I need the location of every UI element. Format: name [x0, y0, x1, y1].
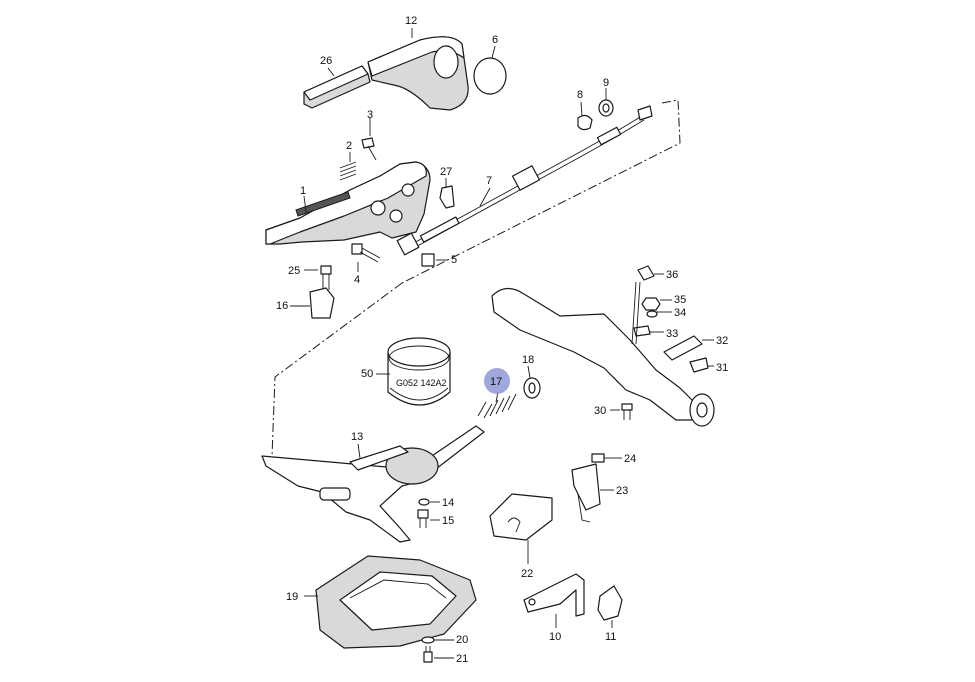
callout-labels: 12 6 26 9 8 3 2 27 7 1 5 25 4 16 50 G052…: [276, 15, 728, 665]
label-7[interactable]: 7: [486, 175, 492, 187]
label-31[interactable]: 31: [716, 362, 728, 374]
part-34-washer[interactable]: [646, 310, 658, 318]
label-12[interactable]: 12: [405, 15, 417, 27]
label-21[interactable]: 21: [456, 653, 468, 665]
label-17[interactable]: 17: [490, 376, 502, 388]
label-22[interactable]: 22: [521, 568, 533, 580]
part-13-equaliser[interactable]: [261, 425, 485, 543]
label-1[interactable]: 1: [300, 185, 306, 197]
part-25-bolt[interactable]: [320, 265, 332, 290]
label-32[interactable]: 32: [716, 335, 728, 347]
label-19[interactable]: 19: [286, 591, 298, 603]
part-14-washer[interactable]: [418, 498, 430, 506]
rear-axle: [491, 287, 715, 427]
part-5-nut[interactable]: [421, 253, 435, 267]
label-25[interactable]: 25: [288, 265, 300, 277]
part-2-spring[interactable]: [339, 161, 357, 181]
part-22-damper[interactable]: [489, 493, 553, 541]
part-35-nut[interactable]: [641, 297, 661, 311]
part-21-bolt[interactable]: [423, 646, 433, 663]
part-11-clip[interactable]: [597, 585, 623, 621]
label-35[interactable]: 35: [674, 294, 686, 306]
label-13[interactable]: 13: [351, 431, 363, 443]
label-50[interactable]: 50: [361, 368, 373, 380]
part-31-clip[interactable]: [689, 357, 709, 373]
label-2[interactable]: 2: [346, 140, 352, 152]
part-19-mounting-bracket[interactable]: [315, 555, 477, 649]
part-24-screw[interactable]: [591, 453, 612, 463]
part-30-bolt[interactable]: [621, 403, 633, 420]
assembly-outline: [271, 99, 681, 457]
part-32-bracket[interactable]: [663, 335, 703, 361]
highlight-17: [484, 368, 510, 394]
label-23[interactable]: 23: [616, 485, 628, 497]
part-9-grommet[interactable]: [598, 99, 614, 117]
part-3-screw[interactable]: [361, 137, 377, 161]
part-7-cable[interactable]: [396, 105, 653, 256]
label-6[interactable]: 6: [492, 34, 498, 46]
leader-lines: [290, 28, 714, 659]
part-6-cap[interactable]: [473, 57, 507, 95]
part-17-spring[interactable]: [477, 393, 517, 419]
part-10-bracket[interactable]: [523, 573, 585, 617]
part-36-clip[interactable]: [637, 265, 655, 281]
part-50-sleeve[interactable]: [387, 337, 451, 406]
label-4[interactable]: 4: [354, 274, 360, 286]
part-18-ring[interactable]: [523, 377, 541, 399]
label-34[interactable]: 34: [674, 307, 686, 319]
label-8[interactable]: 8: [577, 89, 583, 101]
part-16-sensor[interactable]: [309, 287, 335, 319]
image-code: G052 142A2: [396, 378, 447, 388]
label-20[interactable]: 20: [456, 634, 468, 646]
part-12-lever-cover[interactable]: [367, 36, 469, 111]
label-18[interactable]: 18: [522, 354, 534, 366]
part-1-handbrake-lever[interactable]: [265, 161, 431, 245]
label-33[interactable]: 33: [666, 328, 678, 340]
part-23-bracket[interactable]: [571, 463, 601, 523]
label-36[interactable]: 36: [666, 269, 678, 281]
part-8-clip[interactable]: [577, 114, 593, 131]
part-27-bracket[interactable]: [439, 185, 455, 209]
cable-guide: [631, 281, 641, 345]
part-15-bolt[interactable]: [417, 509, 429, 528]
label-14[interactable]: 14: [442, 497, 454, 509]
label-27[interactable]: 27: [440, 166, 452, 178]
label-16[interactable]: 16: [276, 300, 288, 312]
part-26-handle-grip[interactable]: [303, 65, 371, 109]
label-26[interactable]: 26: [320, 55, 332, 67]
label-5[interactable]: 5: [451, 254, 457, 266]
label-9[interactable]: 9: [603, 77, 609, 89]
label-30[interactable]: 30: [594, 405, 606, 417]
label-24[interactable]: 24: [624, 453, 636, 465]
part-20-washer[interactable]: [421, 636, 435, 644]
part-4-bolt[interactable]: [351, 243, 381, 263]
label-10[interactable]: 10: [549, 631, 561, 643]
label-15[interactable]: 15: [442, 515, 454, 527]
label-3[interactable]: 3: [367, 109, 373, 121]
label-11[interactable]: 11: [605, 631, 616, 643]
part-33-clip[interactable]: [633, 325, 651, 337]
